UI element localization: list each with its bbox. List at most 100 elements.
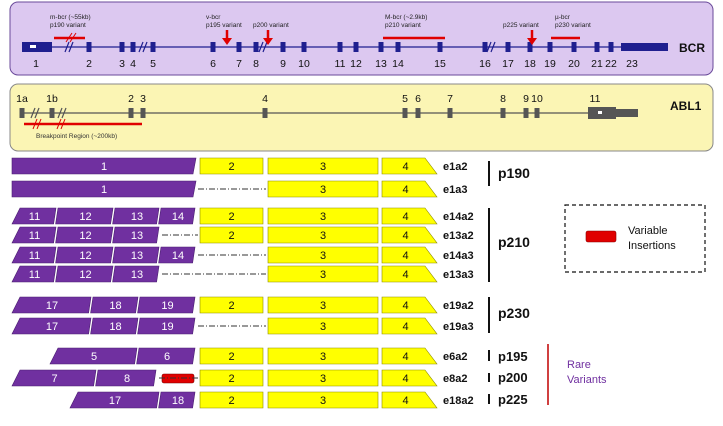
transcript-name: e18a2 bbox=[443, 395, 474, 407]
bcr-exon-segment bbox=[90, 296, 139, 314]
bcr-exon-label: 12 bbox=[350, 58, 362, 70]
abl1-exon-label: 4 bbox=[262, 93, 268, 105]
bcr-exon-segment bbox=[11, 207, 57, 225]
bcr-exon-segment bbox=[11, 246, 57, 264]
bcr-exon-box bbox=[130, 42, 136, 52]
bcr-exon-box bbox=[527, 42, 533, 52]
abl1-segment-label: 4 bbox=[402, 211, 408, 223]
bcr-annotation-line2: p190 variant bbox=[50, 22, 86, 29]
bcr-segment-label: 12 bbox=[79, 211, 91, 223]
abl1-exon-box bbox=[534, 108, 540, 118]
bcr-segment-label: 19 bbox=[161, 321, 173, 333]
bcr-exon-segment bbox=[55, 265, 114, 283]
bcr-annotation-line1: v-bcr bbox=[206, 14, 221, 21]
bcr-exon-segment bbox=[69, 391, 160, 409]
bcr-segment-label: 11 bbox=[29, 211, 40, 223]
bcr-break-mark bbox=[486, 41, 492, 53]
bcr-exon-1-mark bbox=[30, 45, 36, 48]
bcr-exon-box bbox=[119, 42, 125, 52]
abl1-exon-label: 6 bbox=[415, 93, 421, 105]
abl1-segment-label: 3 bbox=[320, 250, 326, 262]
bcr-exon-label: 8 bbox=[253, 58, 259, 70]
bcr-exon-box bbox=[621, 43, 668, 51]
bcr-exon-box bbox=[337, 42, 343, 52]
bcr-annotation-line2: p195 variant bbox=[206, 22, 242, 29]
abl1-exon-segment bbox=[199, 391, 264, 409]
bcr-exon-box bbox=[547, 42, 553, 52]
bcr-exon-segment bbox=[11, 369, 97, 387]
abl1-exon-11-mark bbox=[598, 111, 602, 114]
abl1-exon-segment bbox=[267, 246, 379, 264]
bcr-exon-segment bbox=[112, 265, 160, 283]
abl1-segment-label: 3 bbox=[320, 395, 326, 407]
bcr-exon-box bbox=[505, 42, 511, 52]
bcr-exon-box bbox=[571, 42, 577, 52]
abl1-exon-box bbox=[616, 109, 638, 117]
abl1-exon-segment bbox=[267, 391, 379, 409]
abl1-exon-segment bbox=[199, 369, 264, 387]
abl1-segment-label: 4 bbox=[402, 321, 408, 333]
abl1-exon-segment bbox=[381, 369, 438, 387]
transcript-name: e1a2 bbox=[443, 161, 467, 173]
bcr-breakpoint-arrowhead bbox=[222, 38, 232, 45]
variable-insertion-swatch bbox=[585, 230, 617, 243]
abl1-segment-label: 2 bbox=[228, 161, 234, 173]
abl1-exon-box bbox=[140, 108, 146, 118]
bcr-segment-label: 18 bbox=[109, 300, 121, 312]
abl1-segment-label: 2 bbox=[228, 373, 234, 385]
bcr-exon-box bbox=[395, 42, 401, 52]
bcr-exon-box bbox=[22, 42, 52, 52]
bcr-segment-label: 7 bbox=[51, 373, 57, 385]
abl1-segment-label: 4 bbox=[402, 230, 408, 242]
abl1-segment-label: 2 bbox=[228, 351, 234, 363]
bcr-exon-box bbox=[353, 42, 359, 52]
abl1-exon-box bbox=[49, 108, 55, 118]
bcr-breakpoint-arrowhead bbox=[263, 38, 273, 45]
bcr-exon-label: 15 bbox=[434, 58, 446, 70]
abl1-break-mark bbox=[34, 107, 40, 119]
bcr-exon-box bbox=[236, 42, 242, 52]
abl1-segment-label: 3 bbox=[320, 300, 326, 312]
transcript-name: e13a2 bbox=[443, 230, 474, 242]
abl1-exon-segment bbox=[199, 347, 264, 365]
abl1-exon-segment bbox=[381, 207, 438, 225]
bcr-exon-box bbox=[301, 42, 307, 52]
bcr-segment-label: 14 bbox=[172, 250, 184, 262]
bcr-breakpoint-arrowhead bbox=[527, 38, 537, 45]
abl1-segment-label: 4 bbox=[402, 351, 408, 363]
abl1-exon-label: 3 bbox=[140, 93, 146, 105]
bcr-exon-box bbox=[150, 42, 156, 52]
abl1-segment-label: 2 bbox=[228, 211, 234, 223]
legend-line2: Insertions bbox=[628, 240, 676, 252]
abl1-label: ABL1 bbox=[670, 99, 702, 113]
bcr-annotation-line2: p210 variant bbox=[385, 22, 421, 29]
bcr-segment-label: 19 bbox=[161, 300, 173, 312]
bcr-exon-segment bbox=[95, 369, 157, 387]
bcr-exon-box bbox=[594, 42, 600, 52]
bcr-exon-label: 14 bbox=[392, 58, 404, 70]
abl1-exon-segment bbox=[381, 391, 438, 409]
transcript-name: e19a2 bbox=[443, 300, 474, 312]
bcr-exon-label: 4 bbox=[130, 58, 136, 70]
transcript-name: e6a2 bbox=[443, 351, 467, 363]
bcr-exon-segment bbox=[90, 317, 139, 335]
abl1-exon-segment bbox=[267, 347, 379, 365]
abl1-exon-segment bbox=[267, 226, 379, 244]
bcr-break-mark bbox=[262, 41, 268, 53]
bcr-exon-segment bbox=[158, 391, 196, 409]
transcript-name: e8a2 bbox=[443, 373, 467, 385]
abl1-exon-segment bbox=[381, 347, 438, 365]
bcr-exon-label: 22 bbox=[605, 58, 617, 70]
region-break-mark bbox=[69, 32, 77, 43]
bcr-break-mark bbox=[138, 41, 144, 53]
bcr-exon-segment bbox=[11, 157, 197, 175]
bcr-break-mark bbox=[64, 41, 70, 53]
abl1-segment-label: 4 bbox=[402, 373, 408, 385]
abl1-exon-segment bbox=[267, 369, 379, 387]
abl1-exon-segment bbox=[381, 296, 438, 314]
bcr-exon-segment bbox=[11, 226, 57, 244]
transcript-name: e14a2 bbox=[443, 211, 474, 223]
bcr-annotation-line2: p230 variant bbox=[555, 22, 591, 29]
bcr-exon-segment bbox=[55, 226, 114, 244]
abl1-exon-segment bbox=[267, 265, 379, 283]
